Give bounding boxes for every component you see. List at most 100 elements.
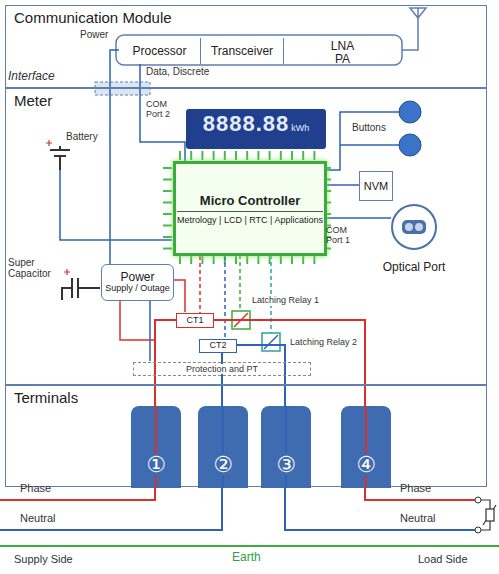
power-neutral-wire [149, 300, 151, 361]
side-label: Supply Side [14, 553, 73, 565]
module-band: Communication ModuleProcessorTransceiver… [5, 5, 487, 88]
node-title: Meter [14, 92, 52, 109]
node-title: ② [213, 454, 233, 476]
chip-pin [313, 255, 315, 264]
wire-label: Earth [232, 551, 261, 564]
interface-label: Interface [8, 70, 55, 83]
supercap-plus [64, 269, 70, 275]
chip-pin [163, 225, 172, 227]
current-transformer: CT1 [176, 313, 214, 328]
node-title: 8888.88 [203, 111, 290, 137]
button-wires [322, 112, 399, 170]
load-symbol [486, 509, 494, 521]
load-terminal [475, 497, 481, 503]
chip-pin [313, 151, 315, 160]
node-title: ① [146, 454, 166, 476]
terminal: ② [198, 406, 248, 488]
node-title: Transceiver [211, 45, 273, 58]
chip-pin [280, 255, 282, 264]
microcontroller: Micro ControllerMetrology | LCD | RTC | … [173, 161, 327, 256]
node-subtitle: Metrology | LCD | RTC | Applications [177, 211, 323, 225]
optical-port: Optical Port [391, 204, 437, 250]
node-title: Optical Port [383, 260, 446, 274]
side-label: Load Side [418, 553, 468, 565]
antenna-symbol [410, 8, 426, 18]
chip-pin [224, 151, 226, 160]
earth-wire [0, 545, 499, 547]
terminals-band: Terminals ① ② ③ ④ [5, 385, 487, 487]
chip-pin [291, 255, 293, 264]
optical-window [402, 220, 426, 234]
node-title: CT2 [209, 341, 226, 351]
part-label: Battery [66, 131, 98, 142]
chip-pin [269, 151, 271, 160]
chip-pin [235, 151, 237, 160]
node-title: Power [120, 271, 154, 284]
wire-connector [327, 184, 359, 186]
relay-switch [264, 335, 278, 349]
wire-connector [110, 50, 119, 264]
chip-pin [291, 151, 293, 160]
node-title: ③ [276, 454, 296, 476]
terminal: ① [131, 406, 181, 488]
terminal: ③ [261, 406, 311, 488]
chip-pin [246, 151, 248, 160]
part-label: Buttons [352, 122, 386, 133]
wire-connector [155, 320, 176, 406]
part-label: Latching Relay 1 [252, 296, 319, 306]
port-label: COM Port 1 [326, 226, 356, 246]
signal-label: Data, Discrete [146, 66, 209, 77]
chip-pin [163, 236, 172, 238]
chip-pin [163, 167, 172, 169]
battery-symbol [50, 146, 70, 170]
chip-pin [201, 151, 203, 160]
wire-connector [224, 256, 226, 339]
chip-pin [163, 213, 172, 215]
chip-pin [257, 151, 259, 160]
wire-connector [199, 256, 201, 313]
wire-connector [221, 353, 223, 406]
part-label: Super Capacitor [8, 257, 60, 279]
node-title: ④ [356, 454, 376, 476]
chip-pin [163, 179, 172, 181]
node-title: NVM [364, 180, 388, 192]
wire-connector [327, 217, 391, 219]
wire-connector [214, 320, 365, 406]
chip-pin [163, 202, 172, 204]
port-label: COM Port 2 [146, 100, 180, 120]
comm-inner-box [116, 35, 402, 65]
optical-lens [415, 223, 423, 231]
memory-box: NVM [359, 171, 393, 201]
battery-wire [60, 170, 172, 240]
chip-pin [213, 151, 215, 160]
button [399, 134, 421, 156]
chip-pin [257, 255, 259, 264]
wire-label: Neutral [20, 512, 55, 524]
chip-pin [213, 255, 215, 264]
node-title: Protection and PT [183, 364, 261, 374]
chip-pins [163, 151, 331, 264]
node-subtitle: Supply / Outage [105, 284, 170, 294]
chip-pin [190, 151, 192, 160]
node-title: Micro Controller [200, 193, 300, 211]
current-transformer: CT2 [199, 339, 237, 353]
wire-label: Phase [20, 482, 51, 494]
transceiver-block: Transceiver [201, 38, 284, 64]
optical-lens [405, 223, 413, 231]
terminal: ④ [341, 406, 391, 488]
relay2-control [270, 255, 272, 333]
wire-label: Neutral [400, 512, 435, 524]
chip-pin [201, 255, 203, 264]
node-title: Terminals [14, 389, 78, 406]
chip-pin [302, 151, 304, 160]
power-box: PowerSupply / Outage [101, 264, 174, 301]
wire-label: Power [80, 29, 108, 40]
latching-relay [262, 333, 280, 351]
chip-pin [246, 255, 248, 264]
relay1-control [239, 255, 241, 311]
antenna-feed [402, 16, 418, 50]
supercap-symbol [62, 278, 100, 300]
node-title: CT1 [186, 316, 203, 326]
load-neutral-wire [285, 487, 475, 530]
